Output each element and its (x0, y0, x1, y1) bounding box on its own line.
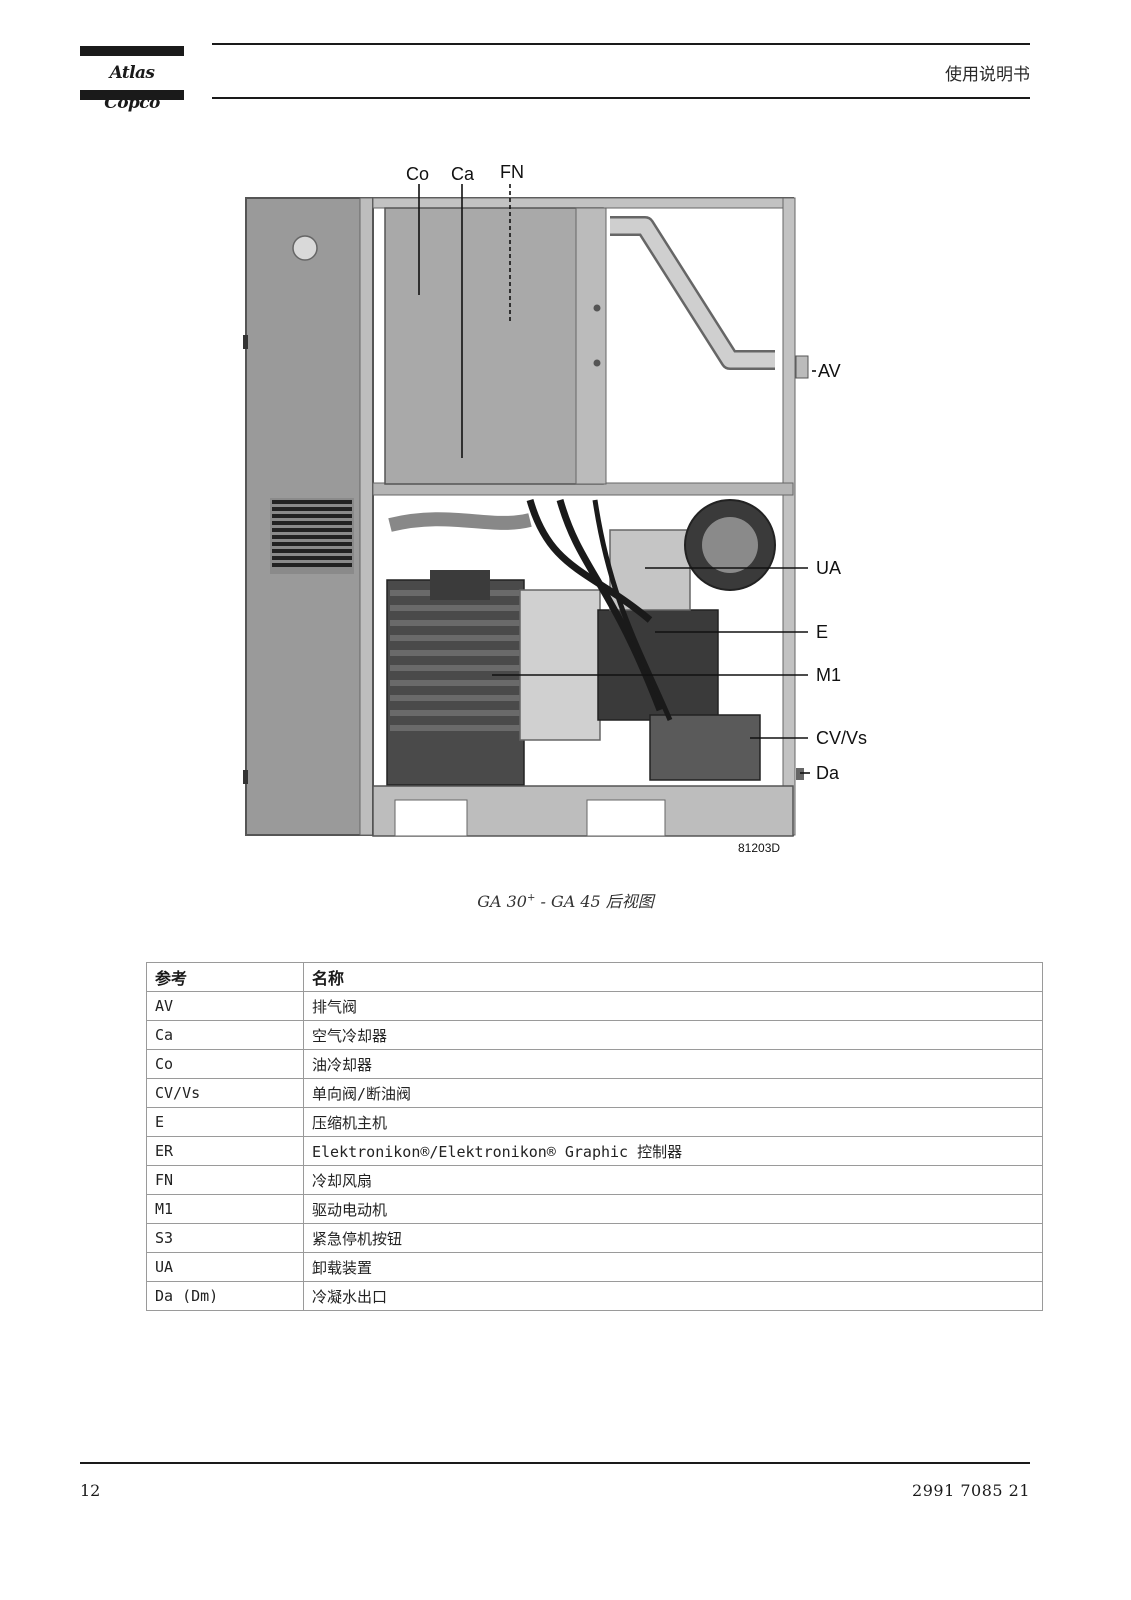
frame-top-rail (372, 197, 794, 209)
footer-rule (80, 1462, 1030, 1464)
drive-motor (386, 570, 525, 786)
name-cell: 单向阀/断油阀 (303, 1078, 1043, 1108)
name-cell: Elektronikon®/Elektronikon® Graphic 控制器 (303, 1136, 1043, 1166)
name-cell: 压缩机主机 (303, 1107, 1043, 1137)
hose (526, 499, 653, 623)
page-number: 12 (80, 1481, 101, 1500)
logo-text: Atlas Copco (104, 63, 160, 113)
hose (556, 499, 664, 712)
reference-cell: ER (146, 1136, 304, 1166)
name-cell: 排气阀 (303, 991, 1043, 1021)
column-header-name: 名称 (303, 962, 1043, 992)
reference-cell: E (146, 1107, 304, 1137)
cooler-block (384, 207, 604, 485)
name-cell: 冷凝水出口 (303, 1281, 1043, 1311)
header-rule-top (212, 43, 1030, 45)
rear-view-drawing: Co Ca FN AV UA E M1 CV/Vs Da 81203D (243, 162, 867, 855)
ventilation-grille (270, 498, 354, 574)
check-valve-assembly (649, 714, 761, 781)
callout-av: AV (818, 361, 841, 381)
callout-co: Co (406, 164, 429, 184)
callout-cv-vs: CV/Vs (816, 728, 867, 748)
caption-model-end: - GA 45 后视图 (535, 892, 654, 911)
name-cell: 卸载装置 (303, 1252, 1043, 1282)
document-number: 2991 7085 21 (912, 1481, 1030, 1500)
name-cell: 紧急停机按钮 (303, 1223, 1043, 1253)
figure-caption: GA 30+ - GA 45 后视图 (0, 888, 1131, 912)
table-header-row: 参考 名称 (146, 962, 1043, 992)
reference-cell: S3 (146, 1223, 304, 1253)
reference-cell: CV/Vs (146, 1078, 304, 1108)
reference-cell: Co (146, 1049, 304, 1079)
figure-image-code: 81203D (738, 841, 780, 855)
callout-ca: Ca (451, 164, 475, 184)
reference-cell: Da (Dm) (146, 1281, 304, 1311)
callout-fn: FN (500, 162, 524, 182)
document-type-title: 使用说明书 (945, 65, 1030, 85)
reference-cell: AV (146, 991, 304, 1021)
table-row: Da (Dm)冷凝水出口 (146, 1281, 1043, 1311)
atlas-copco-logo: Atlas Copco (80, 46, 184, 113)
forklift-slot (586, 799, 666, 837)
door-hinge (243, 335, 248, 349)
caption-superscript: + (526, 892, 536, 904)
callout-e: E (816, 622, 828, 642)
frame-right-post (782, 197, 796, 836)
forklift-slot (394, 799, 468, 837)
coupling-housing (519, 589, 601, 741)
logo-bar-bottom (80, 90, 184, 100)
name-cell: 油冷却器 (303, 1049, 1043, 1079)
name-cell: 驱动电动机 (303, 1194, 1043, 1224)
reference-cell: FN (146, 1165, 304, 1195)
rear-view-figure: Co Ca FN AV UA E M1 CV/Vs Da 81203D (230, 150, 890, 865)
caption-model-start: GA 30 (477, 892, 527, 911)
frame-mid-rail (372, 482, 794, 496)
reference-cell: M1 (146, 1194, 304, 1224)
callout-m1: M1 (816, 665, 841, 685)
reference-cell: Ca (146, 1020, 304, 1050)
oil-pipe (388, 512, 532, 532)
column-header-reference: 参考 (146, 962, 304, 992)
hose (592, 499, 673, 721)
drain-stub (796, 768, 804, 780)
door-hinge (243, 770, 248, 784)
header-rule-bottom (212, 97, 1030, 99)
callout-da: Da (816, 763, 840, 783)
cooler-side-plate (575, 207, 607, 485)
name-cell: 冷却风扇 (303, 1165, 1043, 1195)
logo-bar-top (80, 46, 184, 56)
cabinet-door-edge (359, 197, 374, 836)
reference-cell: UA (146, 1252, 304, 1282)
name-cell: 空气冷却器 (303, 1020, 1043, 1050)
air-outlet-stub (795, 355, 809, 379)
callout-ua: UA (816, 558, 841, 578)
door-lock (292, 235, 318, 261)
